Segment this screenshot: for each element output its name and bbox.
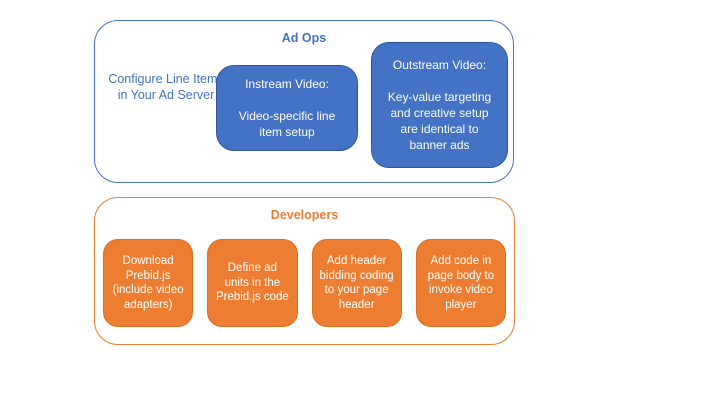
outstream-video-box: Outstream Video: Key-value targeting and… bbox=[371, 42, 508, 168]
outstream-video-box-body: Key-value targeting and creative setup a… bbox=[387, 90, 492, 152]
step-download-prebid-box: Download Prebid.js (include video adapte… bbox=[103, 239, 194, 327]
ad-ops-group-title: Ad Ops bbox=[281, 31, 327, 45]
instream-video-box-title: Instream Video: bbox=[245, 77, 329, 91]
developers-group-title: Developers bbox=[270, 208, 339, 222]
ad-ops-group: Ad Ops Configure Line Items in Your Ad S… bbox=[94, 20, 514, 183]
instream-video-box-body: Video-specific line item setup bbox=[238, 109, 336, 139]
developers-group: Developers Download Prebid.js (include v… bbox=[94, 197, 515, 345]
developer-steps-row: Download Prebid.js (include video adapte… bbox=[103, 239, 506, 327]
step-add-page-body-code-box: Add code in page body to invoke video pl… bbox=[415, 239, 506, 327]
outstream-video-box-title: Outstream Video: bbox=[392, 58, 487, 72]
configure-line-items-note: Configure Line Items in Your Ad Server bbox=[108, 72, 224, 102]
step-add-header-bidding-box: Add header bidding coding to your page h… bbox=[311, 239, 402, 327]
step-define-ad-units-box: Define ad units in the Prebid.js code bbox=[207, 239, 298, 327]
instream-video-box: Instream Video: Video-specific line item… bbox=[216, 65, 358, 151]
